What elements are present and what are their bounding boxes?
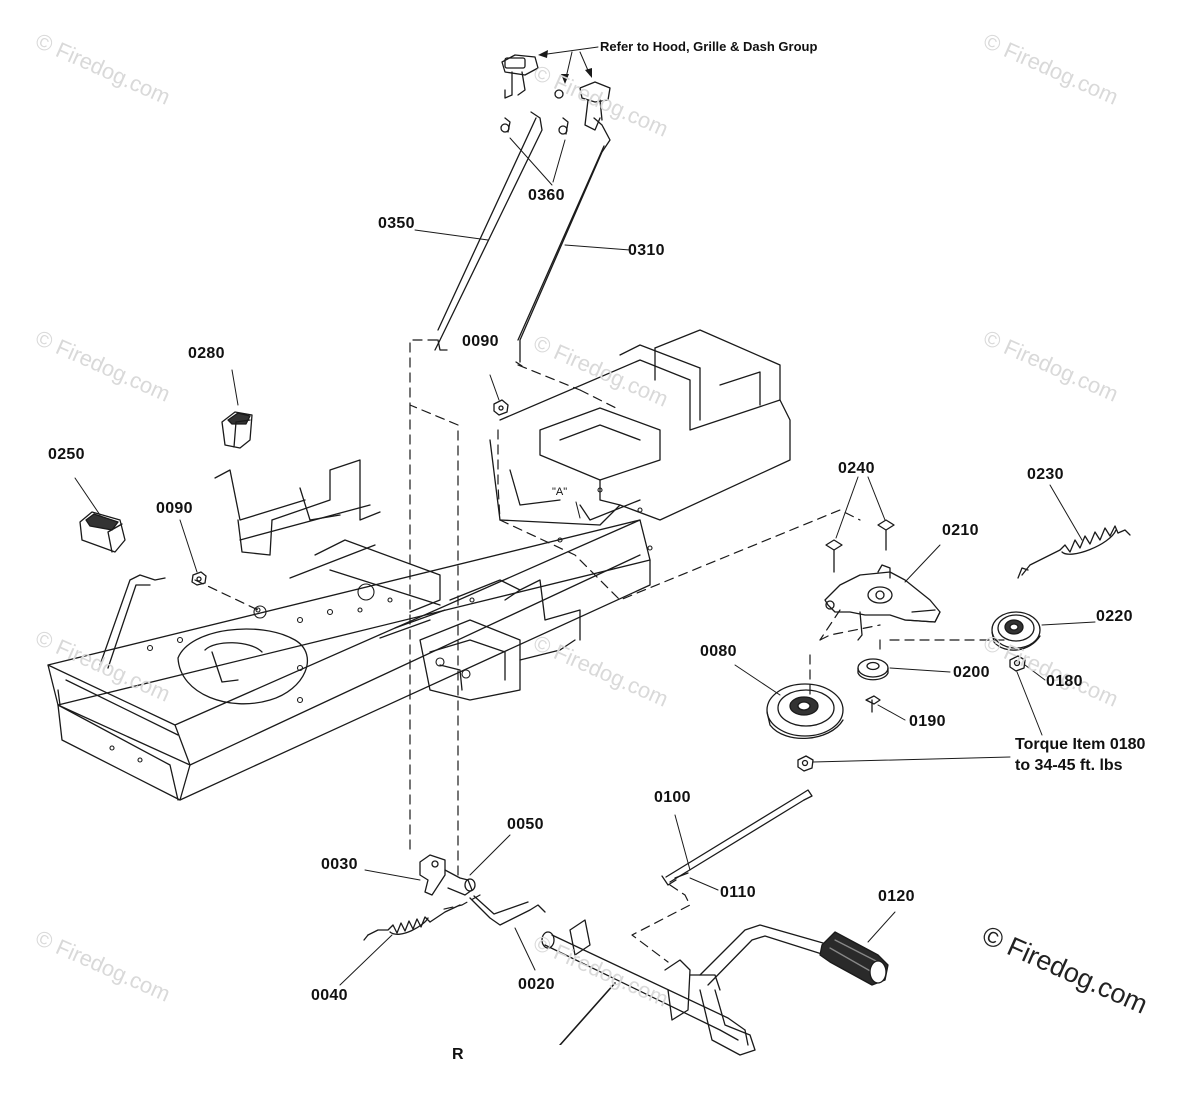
point-a-label: "A" [552,486,568,498]
shaft-brake [541,919,831,1056]
nut-0180 [1009,655,1026,672]
arrowheads-top [538,50,592,84]
pulley-0220 [991,611,1041,651]
part-label-0210: 0210 [942,522,979,539]
part-label-0040: 0040 [311,987,348,1004]
part-label-0020: 0020 [518,976,555,993]
grip-0120 [819,931,889,986]
dashed-lines [194,339,1011,963]
cut-text: R [452,1046,464,1063]
part-label-0350: 0350 [378,215,415,232]
frame [47,329,791,801]
part-label-0280: 0280 [188,345,225,362]
torque-note: Torque Item 0180 to 34-45 ft. lbs [1015,734,1145,776]
part-label-0090-upper: 0090 [462,333,499,350]
link-0020 [469,895,546,926]
spring-0040 [363,904,461,941]
part-label-0080: 0080 [700,643,737,660]
part-label-0110: 0110 [720,884,756,901]
bolt-0190 [865,695,881,713]
spring-0230 [1017,525,1131,579]
pedal-0250 [79,511,126,553]
rod-0100 [661,789,813,886]
bracket-0030 [419,854,476,896]
frame-holes [109,487,653,763]
part-label-0100: 0100 [654,789,691,806]
part-label-0240: 0240 [838,460,875,477]
knob-0280 [221,411,253,449]
refer-note: Refer to Hood, Grille & Dash Group [600,39,818,54]
part-label-0360: 0360 [528,187,565,204]
washer-0200 [857,658,889,681]
part-label-0050: 0050 [507,816,544,833]
torque-note-line2: to 34-45 ft. lbs [1015,757,1123,774]
part-label-0220: 0220 [1096,608,1133,625]
rods-upper [434,111,611,367]
nut-0080 [797,755,814,772]
part-label-0180: 0180 [1046,673,1083,690]
torque-note-line1: Torque Item 0180 [1015,736,1146,753]
part-label-0030: 0030 [321,856,358,873]
bolts-0240 [825,519,895,573]
idler-bracket-0210 [824,564,941,641]
part-label-0310: 0310 [628,242,665,259]
part-label-0250: 0250 [48,446,85,463]
part-label-0190: 0190 [909,713,946,730]
part-label-0200: 0200 [953,664,990,681]
pulley-0080 [766,683,844,739]
switches-top [500,54,611,135]
part-label-0230: 0230 [1027,466,1064,483]
part-label-0120: 0120 [878,888,915,905]
part-label-0090-lower: 0090 [156,500,193,517]
nuts-0090 [191,399,509,586]
